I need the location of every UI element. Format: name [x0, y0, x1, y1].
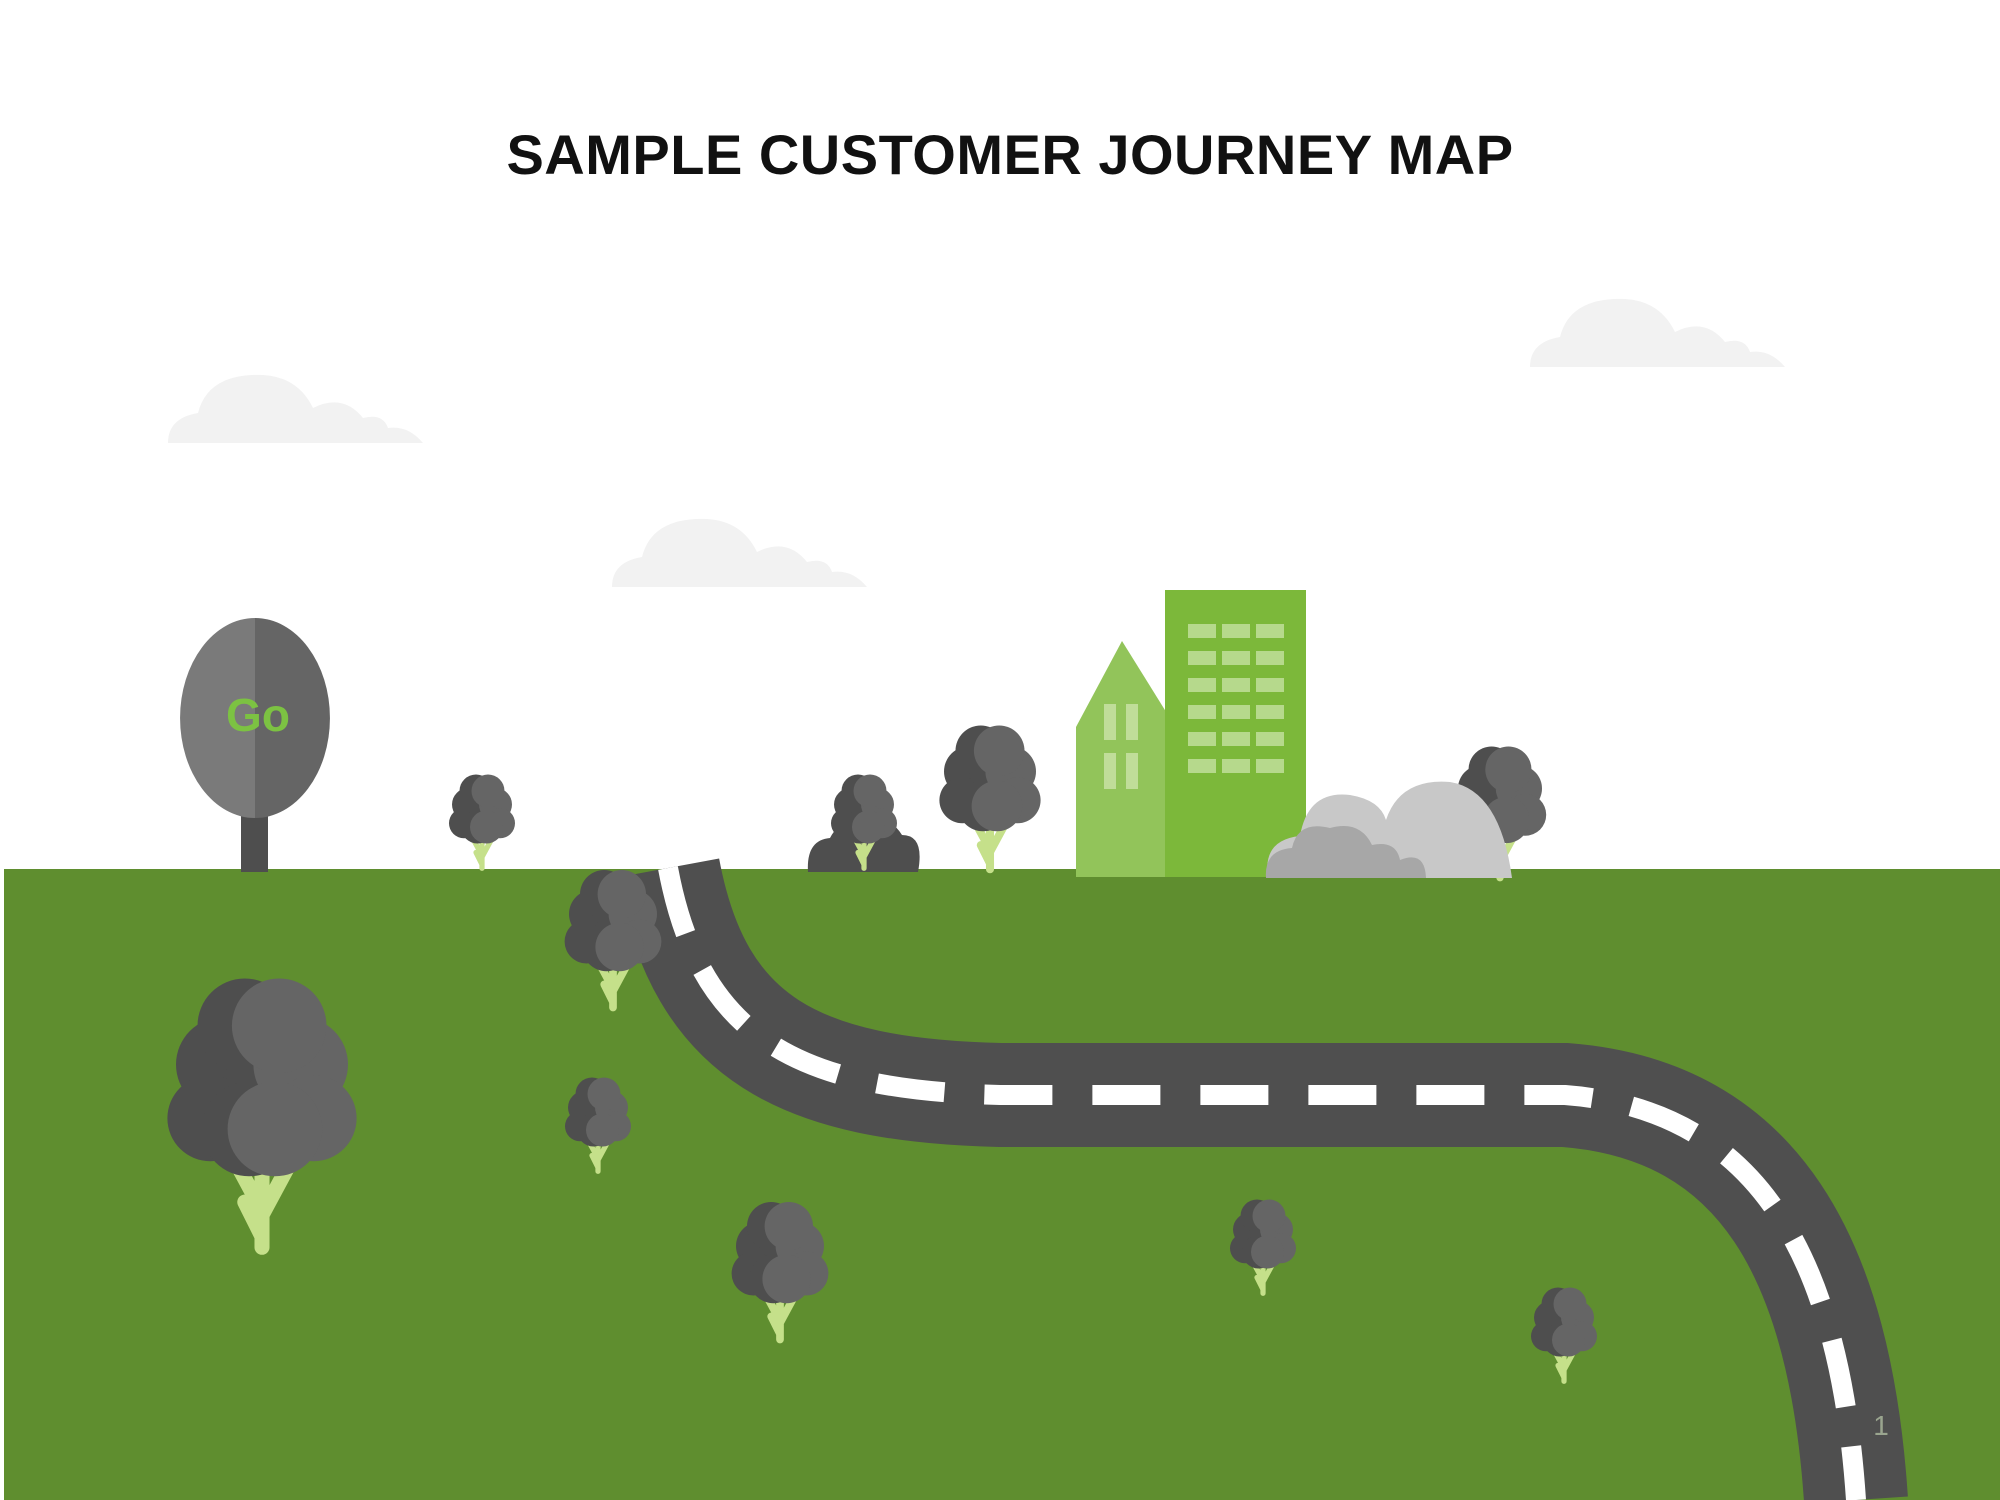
tree-horizon-1	[449, 775, 515, 869]
building-small	[1076, 641, 1168, 877]
cloud-left	[168, 374, 423, 443]
page-title: SAMPLE CUSTOMER JOURNEY MAP	[506, 123, 1514, 186]
go-sign: Go	[180, 618, 330, 872]
grass-field	[4, 869, 2000, 1500]
cloud-right	[1530, 298, 1785, 367]
page-number: 1	[1873, 1410, 1889, 1441]
building-tall	[1165, 590, 1306, 877]
tree-horizon-3	[939, 726, 1040, 870]
cloud-middle	[612, 518, 867, 587]
road-lane-markings	[658, 866, 1866, 1500]
go-sign-label: Go	[226, 689, 290, 741]
road	[616, 857, 1908, 1500]
bush-grey	[1265, 781, 1512, 878]
